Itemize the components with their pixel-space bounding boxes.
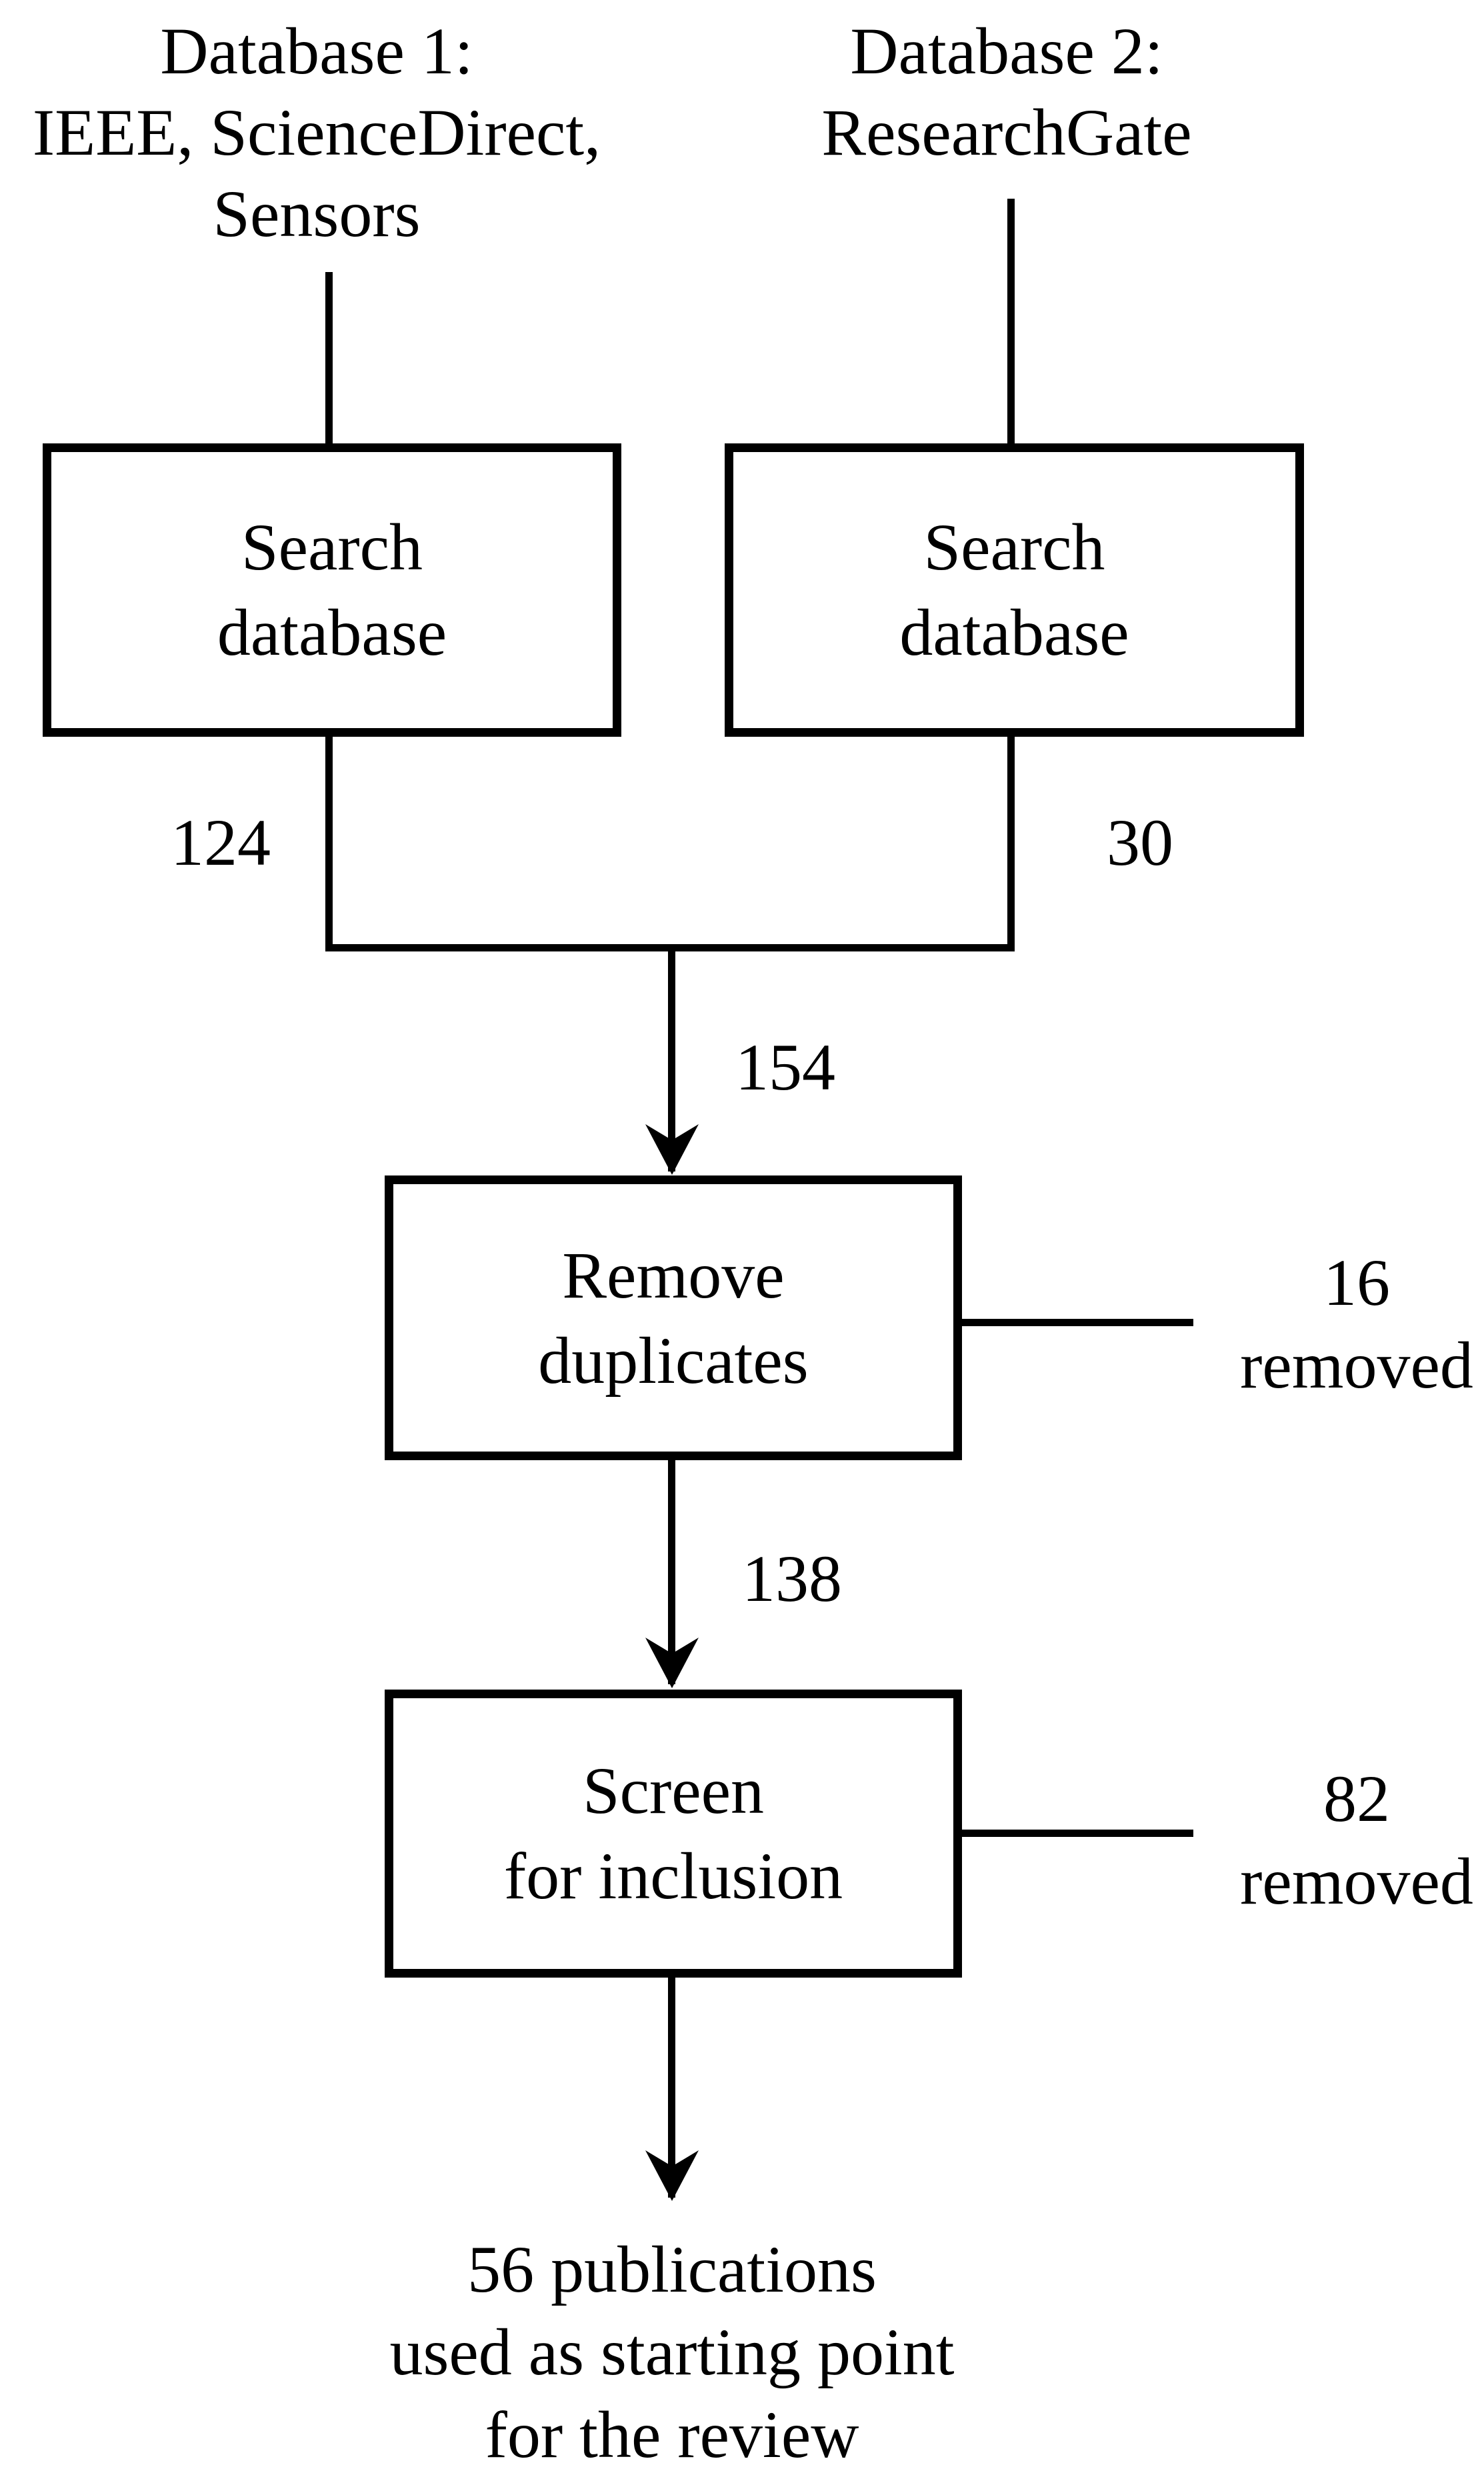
db1-connector-line [325,272,333,443]
remove-duplicates-line1: Remove [562,1237,785,1312]
dedup-removed-word: removed [1240,1328,1473,1402]
remove-duplicates-line2: duplicates [538,1323,809,1398]
merge-arrowhead-icon [645,1124,699,1175]
screen-for-inclusion-line1: Screen [582,1754,765,1828]
search-box2-label: Search database [899,505,1129,675]
result-text-line3: for the review [485,2398,859,2472]
screen-removed-note: 82 removed [1233,1758,1480,1923]
search1-output-line [325,737,333,951]
dedup-arrow-shaft [668,1460,675,1684]
search-box1-label: Search database [217,505,447,675]
result-arrow-shaft [668,1978,675,2198]
search-box2-line1: Search [923,510,1105,584]
dedup-removed-line [960,1319,1193,1326]
screen-removed-line [960,1830,1193,1837]
remove-duplicates-label: Remove duplicates [538,1233,808,1404]
count-124-label: 124 [171,805,271,879]
merge-horizontal-line [325,944,1015,951]
dedup-removed-note: 16 removed [1233,1242,1480,1407]
database1-label: Database 1: IEEE, ScienceDirect, Sensors [13,11,620,255]
count-154-label: 154 [735,1030,835,1104]
search-box1-line1: Search [241,510,423,584]
search-database-box-1: Search database [43,443,621,737]
dedup-arrowhead-icon [645,1638,699,1688]
database2-label: Database 2: ResearchGate [707,11,1307,173]
count-138-label: 138 [742,1542,842,1616]
screen-for-inclusion-label: Screen for inclusion [504,1748,843,1919]
database1-label-line1: Database 1: [160,14,473,88]
result-text: 56 publications used as starting point f… [267,2228,1077,2476]
dedup-removed-count: 16 [1323,1246,1390,1320]
search-database-box-2: Search database [725,443,1304,737]
screen-for-inclusion-line2: for inclusion [503,1839,843,1913]
result-text-line2: used as starting point [389,2315,955,2389]
db2-connector-line [1007,199,1015,443]
remove-duplicates-box: Remove duplicates [385,1175,962,1460]
database1-label-line3: Sensors [213,177,421,251]
database2-label-line2: ResearchGate [821,95,1192,169]
result-text-line1: 56 publications [467,2232,877,2306]
search2-output-line [1007,737,1015,951]
database1-label-line2: IEEE, ScienceDirect, [32,95,601,169]
merge-arrow-shaft [668,951,675,1171]
database2-label-line1: Database 2: [850,14,1163,88]
search-box2-line2: database [899,595,1129,669]
result-arrowhead-icon [645,2150,699,2201]
screen-for-inclusion-box: Screen for inclusion [385,1690,962,1978]
count-30-label: 30 [1107,805,1173,879]
screen-removed-count: 82 [1323,1762,1390,1836]
screen-removed-word: removed [1240,1844,1473,1918]
search-box1-line2: database [217,595,447,669]
